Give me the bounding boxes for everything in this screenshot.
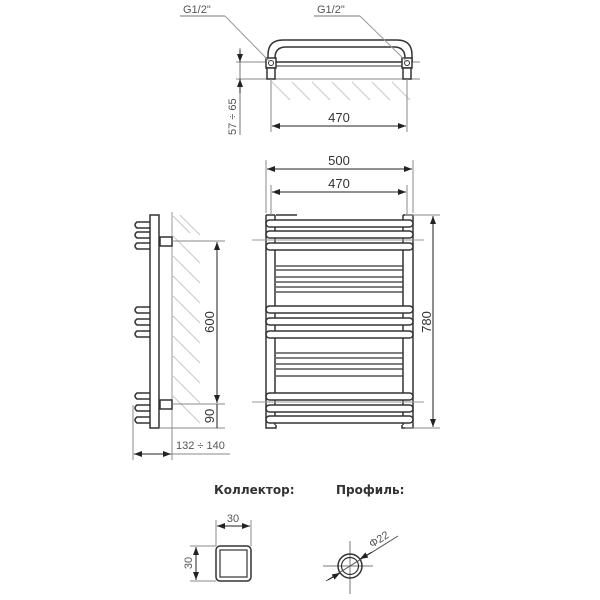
collector-width-dim: 30 — [227, 513, 239, 525]
overall-height-dim: 780 — [419, 311, 434, 333]
wall-offset-dim: 57 ÷ 65 — [227, 98, 239, 135]
mount-distance-dim: 600 — [202, 311, 217, 333]
collector-height-dim: 30 — [183, 557, 195, 569]
thread-left-label: G1/2" — [183, 4, 211, 16]
top-view: G1/2" G1/2" 57 ÷ 65 470 — [180, 4, 420, 135]
bottom-offset-dim: 90 — [202, 409, 217, 423]
collector-section: Коллектор: 30 30 — [183, 483, 295, 582]
profile-title: Профиль: — [336, 483, 404, 497]
center-width-dim: 470 — [328, 176, 350, 191]
side-view: 600 90 132 ÷ 140 — [132, 212, 230, 460]
front-view: 500 470 780 — [252, 153, 440, 429]
depth-dim: 132 ÷ 140 — [176, 440, 225, 452]
profile-section: Профиль: Φ22 — [323, 483, 404, 594]
collector-title: Коллектор: — [214, 483, 295, 497]
thread-right-label: G1/2" — [317, 4, 345, 16]
overall-width-dim: 500 — [328, 153, 350, 168]
top-width-dim: 470 — [328, 110, 350, 125]
